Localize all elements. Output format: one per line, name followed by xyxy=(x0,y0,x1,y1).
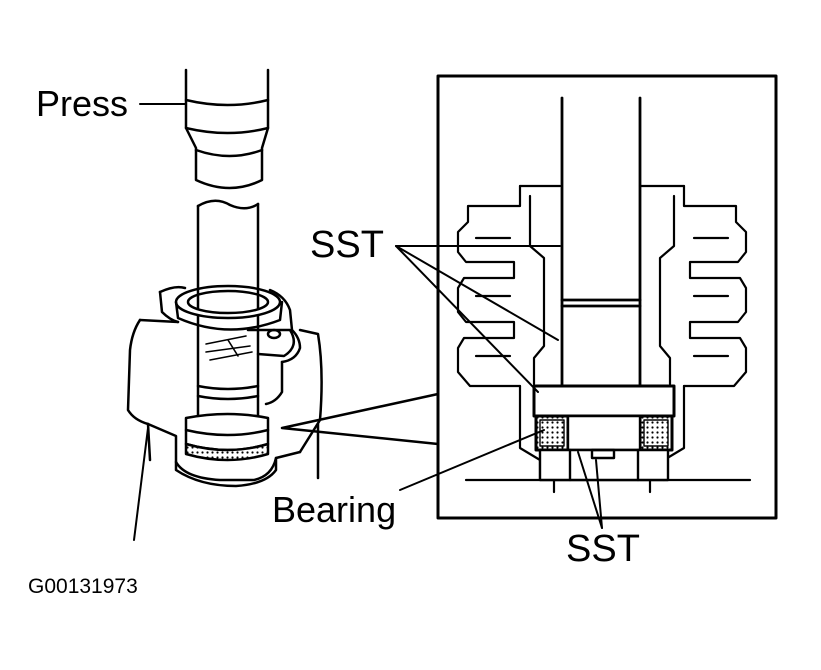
callout-pointer xyxy=(280,392,440,446)
shaft-collar xyxy=(174,284,296,358)
sst-top-leaders xyxy=(395,245,561,393)
bearing-label: Bearing xyxy=(272,489,397,530)
sst-label-bottom: SST xyxy=(566,528,640,570)
detail-bearings xyxy=(534,414,674,452)
housing-leg-left xyxy=(133,427,149,541)
press-label: Press xyxy=(36,83,129,124)
bearing-leader-line xyxy=(399,429,545,491)
detail-frame xyxy=(436,74,778,520)
bearing-left-view xyxy=(184,412,270,462)
press-ram xyxy=(184,68,270,190)
housing xyxy=(126,285,323,488)
sst-bottom-leaders xyxy=(577,451,603,529)
detail-sst-sleeve xyxy=(538,414,670,482)
figure-code-label: G00131973 xyxy=(28,575,138,598)
detail-sst-plate xyxy=(532,384,676,418)
detail-sst-tool xyxy=(560,96,642,388)
sst-label-top: SST xyxy=(310,224,384,266)
